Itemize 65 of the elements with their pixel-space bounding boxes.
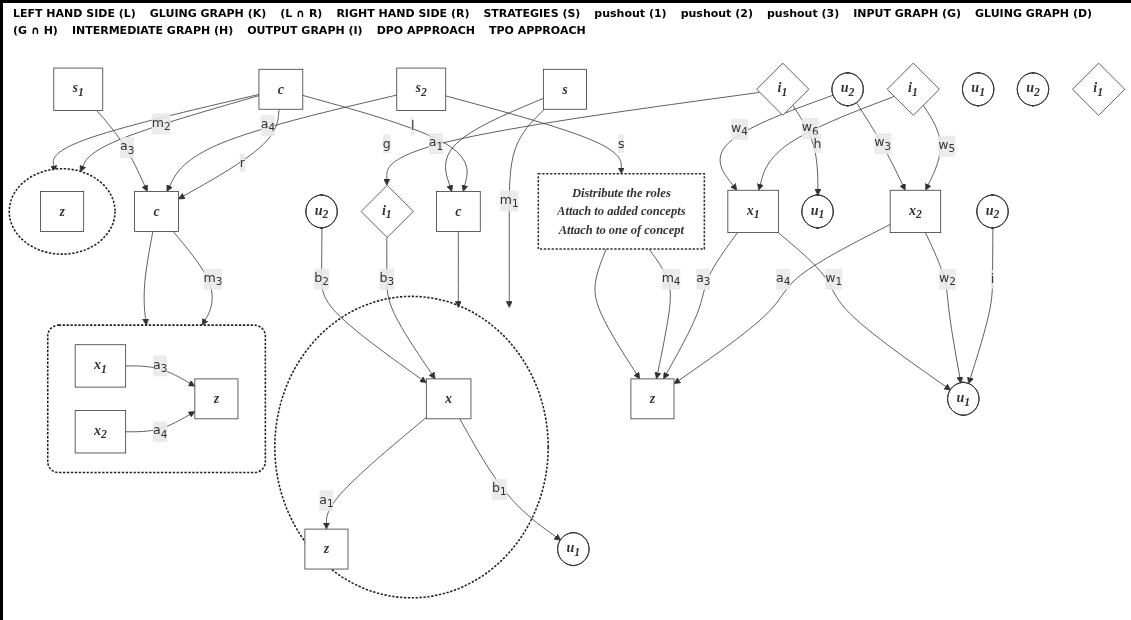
edge-label: m$_{1}$ xyxy=(499,191,519,210)
graph-label: INPUT GRAPH (G) xyxy=(853,7,962,20)
node-box: z xyxy=(630,378,675,420)
edge-label: a$_{1}$ xyxy=(319,491,334,510)
edge-label: a$_{1}$ xyxy=(428,134,444,152)
edge-label: m$_{3}$ xyxy=(203,270,223,288)
node-box: c xyxy=(258,68,304,110)
graph-label: pushout (2) xyxy=(680,7,753,20)
node-diamond: i$_{1}$ xyxy=(886,62,940,116)
graph-label: (G ∩ H) xyxy=(13,24,58,37)
edge-label: w$_{4}$ xyxy=(731,120,748,138)
graph-label: DPO APPROACH xyxy=(376,24,475,37)
node-box: s$_{1}$ xyxy=(53,67,104,111)
edge-label: a$_{4}$ xyxy=(153,422,168,441)
graph-label: GLUING GRAPH (K) xyxy=(149,7,267,20)
edge-label: m$_{2}$ xyxy=(151,114,171,133)
edge-label: a$_{3}$ xyxy=(153,356,168,375)
node-box: Distribute the roles Attach to added concepts Attach to one of concept xyxy=(537,173,706,250)
node-box: z xyxy=(40,191,85,232)
graph-label: GLUING GRAPH (D) xyxy=(975,7,1093,20)
node-diamond: i$_{1}$ xyxy=(360,184,414,238)
node-diamond: i$_{1}$ xyxy=(1072,62,1126,116)
graph-label: INTERMEDIATE GRAPH (H) xyxy=(71,24,234,37)
edge-label: r xyxy=(239,154,245,170)
graph-label: OUTPUT GRAPH (I) xyxy=(247,24,363,37)
graph-label: STRATEGIES (S) xyxy=(483,7,581,20)
node-box: c xyxy=(436,191,481,232)
edge-label: a$_{3}$ xyxy=(696,270,711,288)
edge-label: b$_{2}$ xyxy=(314,270,329,288)
edge-label: w$_{6}$ xyxy=(801,119,819,138)
edge-label: w$_{5}$ xyxy=(938,137,956,155)
node-box: s$_{2}$ xyxy=(396,67,447,111)
edge-label: s xyxy=(618,135,625,151)
graph-label: LEFT HAND SIDE (L) xyxy=(13,7,136,20)
node-box: s xyxy=(542,68,587,110)
cluster xyxy=(46,324,267,474)
node-box: c xyxy=(134,191,179,232)
edge-label: a$_{4}$ xyxy=(260,116,276,134)
edge-label: l xyxy=(410,118,415,134)
edge-label: i xyxy=(990,271,995,287)
edge-label: m$_{4}$ xyxy=(661,270,681,288)
node-box: x$_{1}$ xyxy=(727,189,779,233)
edge-label: w$_{2}$ xyxy=(938,270,956,288)
edge-label: w$_{1}$ xyxy=(825,270,843,288)
graph-label: pushout (1) xyxy=(594,7,667,20)
edge-label: a$_{3}$ xyxy=(120,138,135,156)
node-box: z xyxy=(194,378,239,420)
edge-label: h xyxy=(813,135,822,151)
node-diamond: i$_{1}$ xyxy=(756,62,810,116)
node-box: x$_{2}$ xyxy=(74,410,127,454)
cluster xyxy=(8,167,116,255)
graph-label: pushout (3) xyxy=(766,7,840,20)
edge-label: w$_{3}$ xyxy=(874,134,892,152)
cluster xyxy=(274,295,549,599)
node-box: z xyxy=(304,528,349,570)
node-box: x$_{1}$ xyxy=(74,344,127,388)
edge-label: b$_{3}$ xyxy=(379,270,395,288)
graph-label: TPO APPROACH xyxy=(488,24,586,37)
graph-label: (L ∩ R) xyxy=(280,7,323,20)
edge-label: g xyxy=(382,135,391,151)
graph-label: RIGHT HAND SIDE (R) xyxy=(336,7,470,20)
edge-label: a$_{4}$ xyxy=(776,270,791,288)
edge-label: b$_{1}$ xyxy=(491,480,507,498)
node-box: x$_{2}$ xyxy=(889,189,942,233)
node-box: x xyxy=(425,378,472,420)
